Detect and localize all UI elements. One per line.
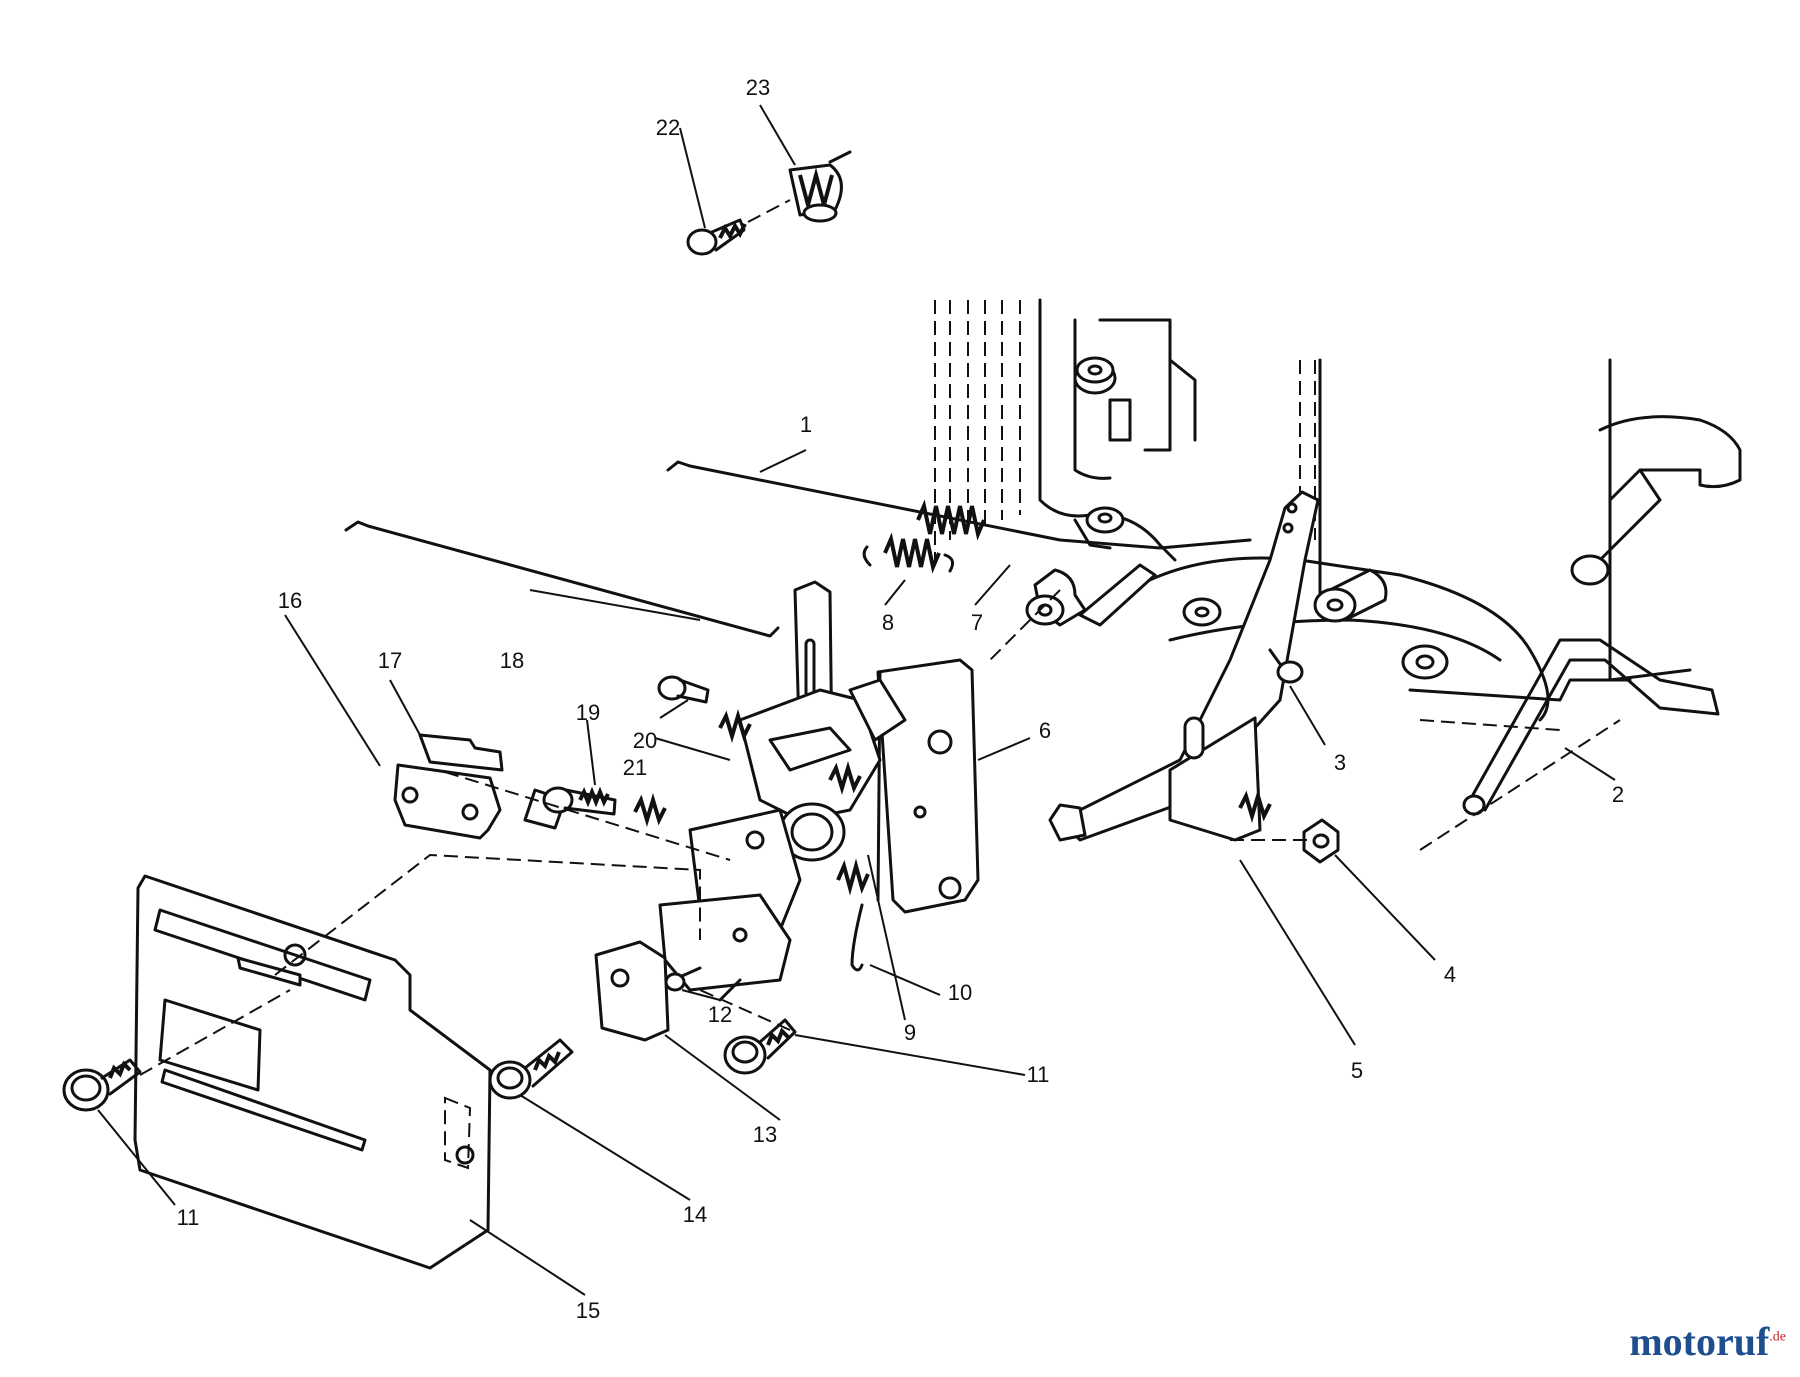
callout-13: 13 [753,1122,777,1147]
callout-10: 10 [948,980,972,1005]
callout-12: 12 [708,1002,732,1027]
cable-clamp-23 [788,150,852,223]
spring-21 [633,709,752,827]
throttle-lever [1048,490,1320,842]
pin-12 [664,966,702,992]
callout-11-upper: 11 [1027,1062,1050,1087]
watermark-logo: motoruf.de [1629,1318,1786,1365]
callout-5: 5 [1351,1058,1363,1083]
bracket-plate [876,658,980,914]
pin-3 [1268,648,1304,684]
callout-23: 23 [746,75,770,100]
bolt-14 [488,1038,574,1100]
screw-20 [657,675,710,704]
governor-control-assembly [658,580,907,1002]
callout-15: 15 [576,1298,600,1323]
screw-22 [686,199,791,256]
callout-18: 18 [500,648,524,673]
callout-4: 4 [1444,962,1456,987]
bent-rod-2 [1462,638,1720,816]
callout-8: 8 [882,610,894,635]
screw-19 [542,786,617,816]
callout-labels: 1 2 3 4 5 6 7 8 9 10 11 11 12 13 14 15 1… [177,75,1625,1323]
watermark-tld: .de [1769,1329,1786,1345]
callout-19: 19 [576,700,600,725]
bracket-13 [594,940,670,1042]
callout-17: 17 [378,648,402,673]
governor-rod [666,460,1252,550]
bolt-11-lower [62,1058,142,1112]
assembly-lines [139,589,1621,1076]
callout-7: 7 [971,610,983,635]
spring-8 [862,532,955,574]
callout-20: 20 [633,728,657,753]
control-rod [344,520,780,638]
callout-14: 14 [683,1202,707,1227]
callout-2: 2 [1612,782,1624,807]
callout-3: 3 [1334,750,1346,775]
callout-6: 6 [1039,718,1051,743]
lever-plate-16 [393,763,502,840]
bolt-11-upper [723,1018,797,1075]
engine-block [934,298,1742,731]
callout-22: 22 [656,115,680,140]
callout-11-lower: 11 [177,1205,200,1230]
callout-16: 16 [278,588,302,613]
watermark-brand: motoruf [1629,1319,1770,1364]
leader-lines [97,104,1616,1296]
callout-1: 1 [800,412,812,437]
nut-4 [1302,818,1340,864]
callout-9: 9 [904,1020,916,1045]
callout-21: 21 [623,755,647,780]
